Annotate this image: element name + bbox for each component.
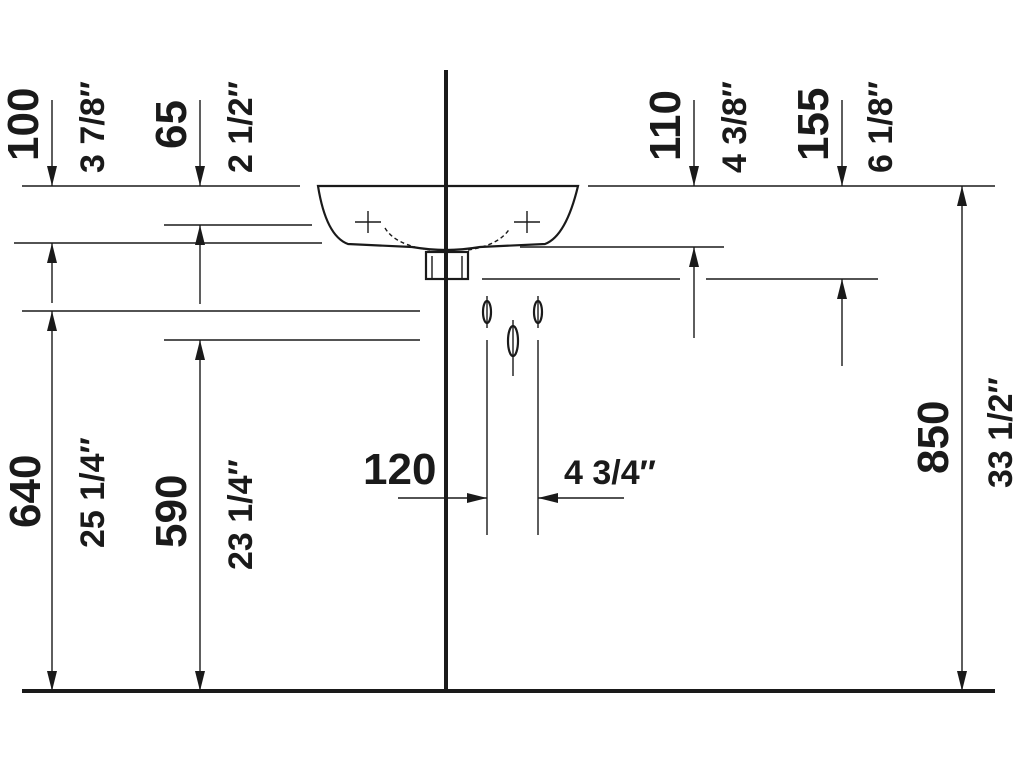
dim-590-mm: 590 bbox=[147, 475, 196, 548]
dim-65-mm: 65 bbox=[147, 100, 196, 149]
tap-hole-right bbox=[514, 211, 540, 233]
fixing-holes bbox=[481, 296, 544, 535]
dim-640-in: 25 1/4″ bbox=[74, 437, 112, 548]
tap-hole-left bbox=[355, 211, 381, 233]
dim-100-in: 3 7/8″ bbox=[74, 81, 112, 173]
washbasin bbox=[316, 184, 580, 281]
dim-850-mm: 850 bbox=[909, 401, 958, 474]
dim-155-in: 6 1/8″ bbox=[862, 81, 900, 173]
dim-155-mm: 155 bbox=[789, 88, 838, 161]
dim-65-in: 2 1/2″ bbox=[222, 81, 260, 173]
dim-850-in: 33 1/2″ bbox=[982, 377, 1018, 488]
dim-120-mm: 120 bbox=[363, 445, 436, 494]
dim-100-mm: 100 bbox=[0, 88, 48, 161]
dim-590-in: 23 1/4″ bbox=[222, 459, 260, 570]
dim-110-mm: 110 bbox=[641, 90, 690, 161]
dim-110-in: 4 3/8″ bbox=[716, 81, 754, 173]
dim-120-in: 4 3/4″ bbox=[564, 454, 656, 492]
dim-640-mm: 640 bbox=[1, 455, 50, 528]
